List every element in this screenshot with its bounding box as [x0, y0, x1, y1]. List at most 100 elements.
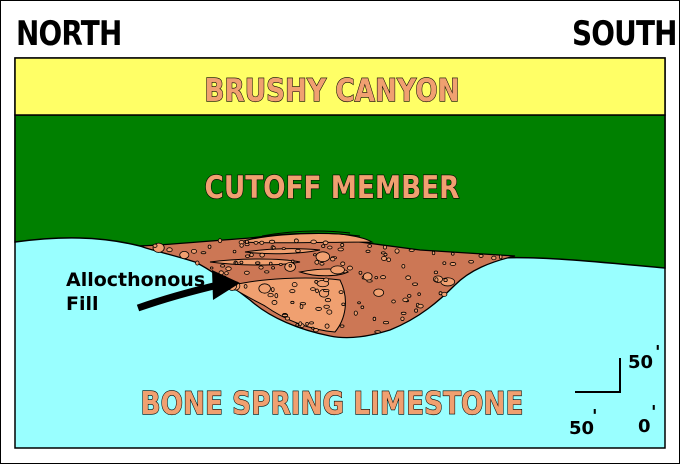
- clast: [239, 243, 244, 248]
- clast: [442, 261, 447, 265]
- fill-lens: [244, 248, 321, 255]
- scale-origin-value: 0: [638, 416, 651, 437]
- clast: [358, 270, 363, 275]
- clast: [326, 309, 333, 315]
- clast: [330, 256, 336, 262]
- clast: [239, 260, 244, 265]
- clast: [249, 252, 254, 257]
- clast: [314, 280, 319, 284]
- clast: [417, 292, 421, 296]
- clast: [152, 243, 158, 248]
- clast: [373, 288, 385, 297]
- clast: [319, 262, 325, 266]
- clast: [360, 305, 365, 309]
- clast: [225, 266, 232, 271]
- clast: [438, 291, 443, 296]
- clast: [337, 247, 344, 252]
- clast: [310, 326, 315, 330]
- clast: [253, 240, 259, 245]
- clast: [243, 284, 248, 289]
- clast: [310, 287, 316, 291]
- fill-lens: [209, 258, 301, 266]
- clast: [295, 249, 301, 253]
- clast: [271, 266, 275, 270]
- clast: [209, 266, 214, 270]
- clast: [383, 253, 388, 257]
- north-label: NORTH: [16, 14, 122, 54]
- clast: [264, 270, 270, 274]
- clast: [315, 306, 322, 311]
- clast: [402, 297, 409, 303]
- clast: [450, 252, 455, 256]
- clast: [353, 310, 358, 316]
- clast: [323, 304, 330, 309]
- clast: [291, 259, 295, 263]
- clast: [468, 260, 474, 264]
- clast: [417, 303, 424, 309]
- clast: [293, 238, 299, 244]
- clast: [405, 275, 412, 280]
- clast: [166, 247, 173, 253]
- clast: [313, 328, 319, 333]
- clast: [339, 324, 345, 328]
- clast: [268, 261, 273, 266]
- clast: [217, 238, 223, 244]
- clast: [412, 282, 419, 286]
- clast: [232, 249, 237, 254]
- clast: [362, 272, 373, 281]
- clast: [338, 290, 344, 294]
- clast: [407, 294, 412, 298]
- clast: [431, 250, 436, 256]
- south-label: SOUTH: [572, 14, 677, 54]
- clast: [324, 323, 330, 329]
- clast: [309, 321, 314, 325]
- clast: [478, 254, 484, 258]
- clast: [414, 308, 419, 313]
- clast: [270, 287, 275, 292]
- scale-bar: [575, 358, 621, 393]
- clast: [340, 243, 345, 247]
- clast: [190, 248, 197, 254]
- clast: [179, 250, 190, 260]
- clast: [220, 264, 225, 268]
- clast: [200, 251, 207, 255]
- clast: [243, 270, 250, 275]
- fill-label-line2: Fill: [66, 293, 99, 315]
- clast: [434, 277, 439, 283]
- clast: [195, 260, 200, 266]
- clast: [267, 293, 274, 298]
- clast: [315, 288, 319, 294]
- clast: [258, 265, 264, 270]
- scale-origin-prime: ': [651, 402, 657, 423]
- clast: [291, 282, 298, 288]
- clast: [268, 239, 276, 244]
- clast: [295, 323, 300, 327]
- clast: [274, 293, 279, 299]
- clast: [330, 265, 345, 275]
- clast: [347, 265, 353, 271]
- clast: [382, 245, 388, 250]
- clast: [305, 321, 309, 326]
- clast: [255, 261, 261, 265]
- clast: [258, 283, 271, 294]
- clast: [357, 301, 361, 305]
- clast: [281, 247, 286, 250]
- clast: [401, 264, 406, 269]
- clast: [443, 278, 448, 283]
- clast: [433, 270, 439, 275]
- brushy-canyon-label: BRUSHY CANYON: [204, 72, 459, 109]
- fill-label-line1: Allocthonous: [66, 269, 205, 291]
- fill-arrow-head: [212, 270, 240, 300]
- clast: [315, 251, 331, 263]
- clast: [341, 302, 346, 306]
- scale-vertical-value: 50: [628, 352, 653, 373]
- clast: [244, 239, 249, 244]
- clast: [374, 330, 381, 334]
- clast: [271, 300, 278, 306]
- clast: [367, 244, 372, 248]
- clast: [314, 260, 320, 265]
- clast: [245, 254, 250, 258]
- clast: [224, 271, 229, 276]
- clast: [322, 240, 329, 246]
